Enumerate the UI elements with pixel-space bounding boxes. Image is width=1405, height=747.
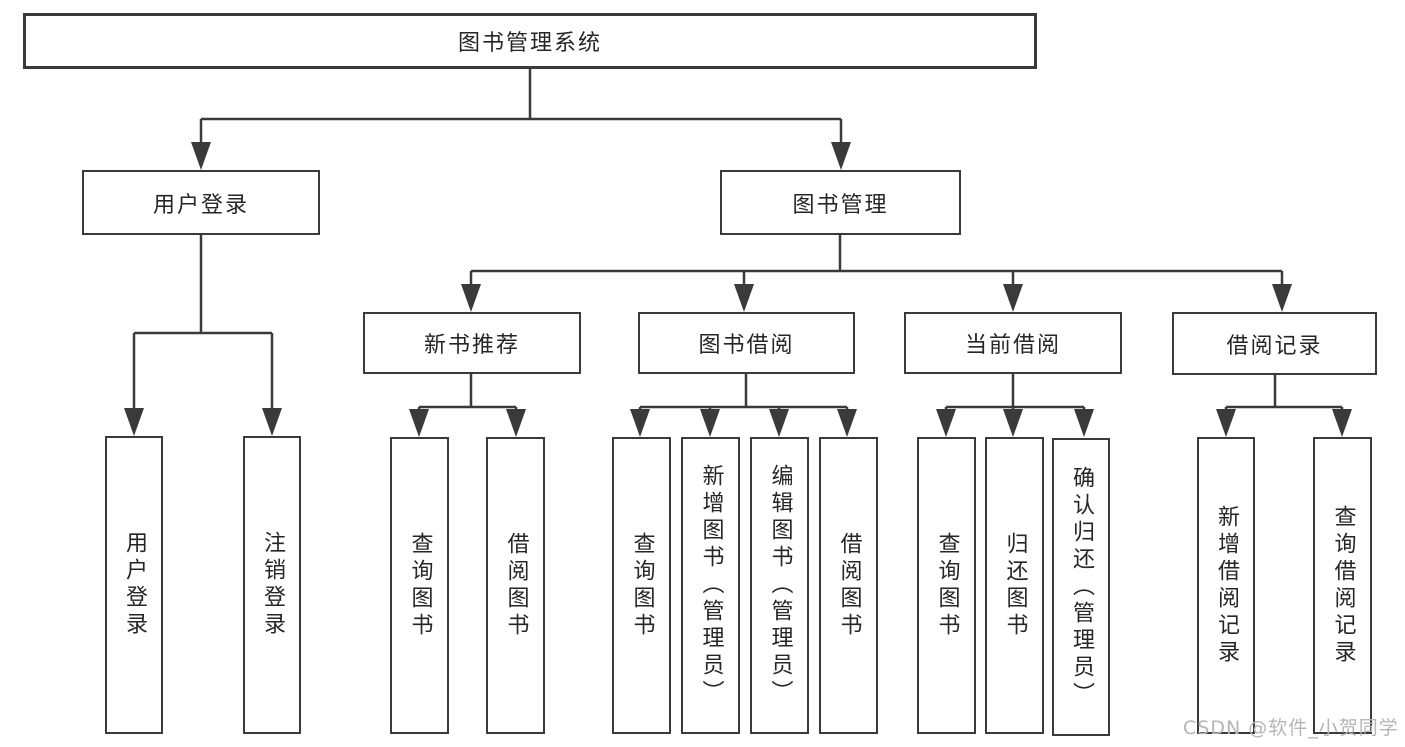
node-query-books-borrowing: 查询图书	[612, 437, 671, 734]
node-add-borrow-record: 新增借阅记录	[1197, 437, 1255, 734]
node-return-books: 归还图书	[985, 437, 1044, 734]
node-book-management: 图书管理	[720, 170, 961, 235]
node-user-login: 用户登录	[82, 170, 320, 235]
node-user-login-leaf: 用户登录	[105, 436, 163, 734]
node-book-borrowing: 图书借阅	[638, 312, 855, 374]
node-edit-book-admin: 编辑图书（管理员）	[750, 437, 809, 734]
node-new-book-recommend: 新书推荐	[363, 312, 581, 374]
arrowheads	[124, 142, 1352, 437]
node-root-library-system: 图书管理系统	[23, 13, 1037, 69]
node-current-borrowing: 当前借阅	[904, 312, 1122, 374]
csdn-watermark: CSDN @软件_小贺同学	[1183, 717, 1399, 739]
node-confirm-return-admin: 确认归还（管理员）	[1052, 438, 1110, 736]
node-logout: 注销登录	[243, 436, 301, 734]
node-query-books-recommend: 查询图书	[390, 437, 449, 734]
node-query-borrow-record: 查询借阅记录	[1313, 437, 1372, 734]
node-borrow-books-recommend: 借阅图书	[486, 437, 545, 734]
node-borrowing-records: 借阅记录	[1172, 312, 1377, 375]
node-borrow-books-borrowing: 借阅图书	[819, 437, 878, 734]
node-add-book-admin: 新增图书（管理员）	[681, 437, 740, 734]
node-query-books-current: 查询图书	[917, 437, 976, 734]
